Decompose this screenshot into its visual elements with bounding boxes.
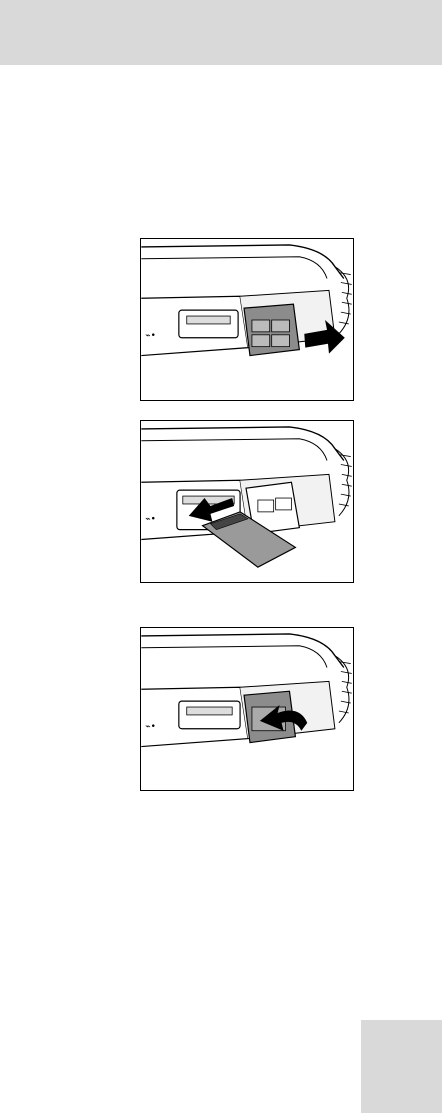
insert-card-drawing: ⌁•	[141, 421, 353, 582]
illustration-close-cover: ⌁•	[140, 627, 354, 791]
illustration-open-cover: ⌁•	[140, 238, 354, 401]
svg-text:⌁•: ⌁•	[145, 722, 156, 732]
open-cover-drawing: ⌁•	[141, 239, 353, 400]
close-cover-drawing: ⌁•	[141, 628, 353, 790]
svg-text:⌁•: ⌁•	[145, 331, 156, 341]
illustration-insert-card: ⌁•	[140, 420, 354, 583]
header-band	[0, 0, 442, 65]
page-tab	[361, 1020, 442, 1113]
svg-text:⌁•: ⌁•	[145, 515, 156, 525]
